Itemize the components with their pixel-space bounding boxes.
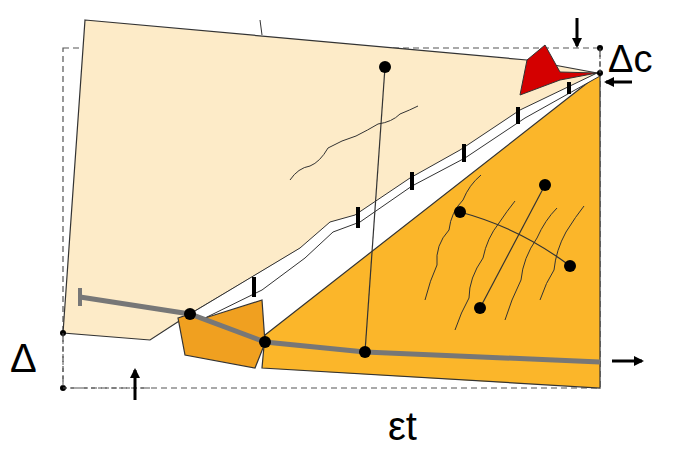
rebar xyxy=(80,297,600,362)
dimension-lines xyxy=(63,48,600,388)
gauge-points xyxy=(60,45,603,391)
deflection-label: Δc xyxy=(608,40,652,78)
lower-block xyxy=(262,73,600,388)
compression-zone xyxy=(520,45,597,95)
strain-label: εt xyxy=(388,406,417,446)
rebar-anchor xyxy=(78,288,82,306)
force-arrows xyxy=(135,18,642,400)
tick xyxy=(260,20,262,35)
fine-cracks xyxy=(290,106,584,330)
wedge-block xyxy=(178,300,265,368)
gauge-lines xyxy=(365,67,570,352)
deflection-label: Δ xyxy=(10,338,37,378)
aggregate-interlock xyxy=(254,82,569,297)
crack-gap xyxy=(190,73,600,318)
